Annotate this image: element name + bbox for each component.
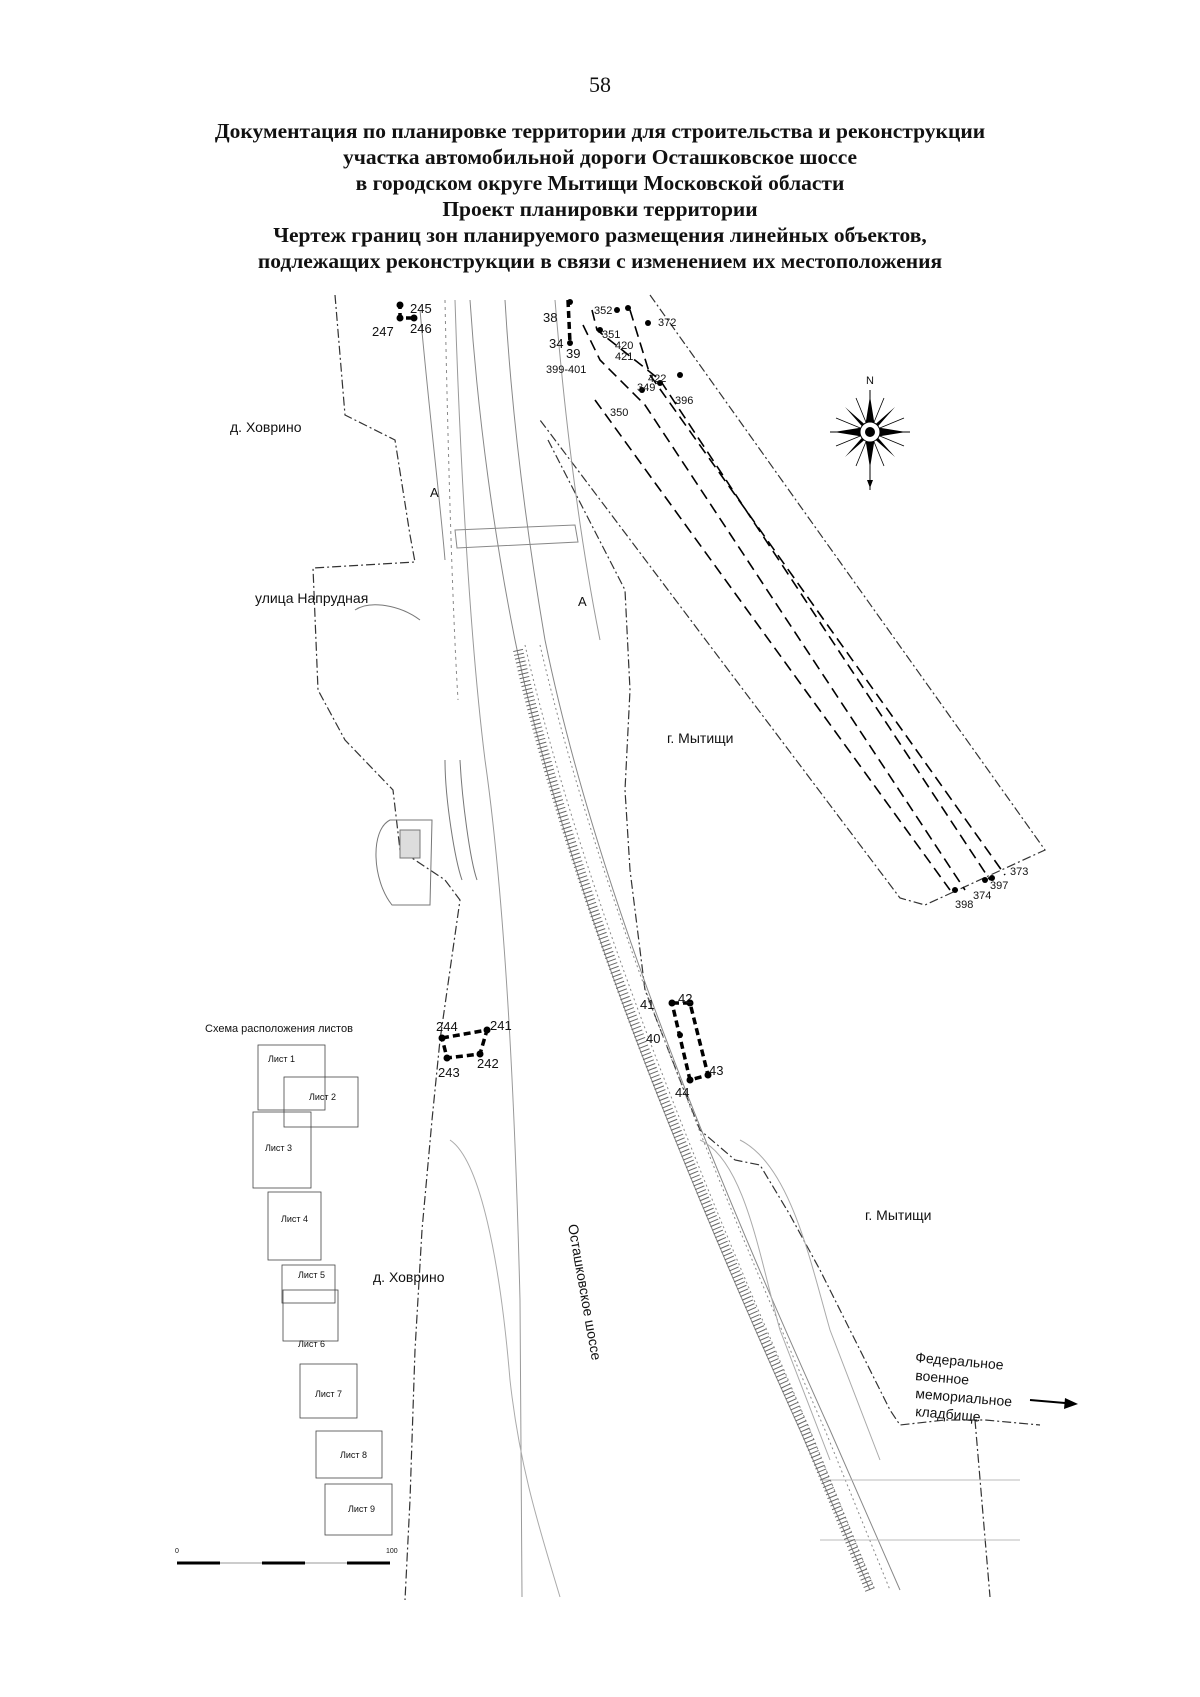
sheet-layout-scheme: Схема расположения листов Лист 1 Лист 2 … [205, 1023, 393, 1536]
point-label: 34 [549, 336, 563, 351]
sheet-label: Лист 3 [265, 1143, 292, 1153]
title-line: участка автомобильной дороги Осташковско… [342, 145, 858, 169]
point-label: 44 [675, 1085, 689, 1100]
point-label: 42 [678, 991, 692, 1006]
point-label: 243 [438, 1065, 460, 1080]
point-label: 372 [658, 317, 676, 329]
point-label: 41 [640, 997, 654, 1012]
sheet-7 [299, 1363, 358, 1419]
place-label-khovrino: д. Ховрино [230, 419, 302, 435]
road-label: Осташковское шоссе [565, 1223, 605, 1362]
road-marker: A [578, 594, 587, 609]
place-label-mytishchi: г. Мытищи [865, 1207, 931, 1223]
scale-bar: 0 100 [175, 1548, 398, 1565]
sheet-5 [281, 1264, 336, 1304]
point-labels: 245 246 247 38 34 39 399-401 352 351 420… [372, 301, 1028, 1100]
rail-strip [513, 648, 875, 1592]
scale-end-label: 100 [386, 1548, 398, 1555]
point-label: 399-401 [546, 364, 586, 376]
title-line: Проект планировки территории [442, 197, 758, 221]
title-line: Документация по планировке территории дл… [214, 119, 986, 143]
place-label-khovrino: д. Ховрино [373, 1269, 445, 1285]
sheet-label: Лист 8 [340, 1450, 367, 1460]
structures [354, 604, 478, 906]
document-title: Документация по планировке территории дл… [140, 118, 1060, 274]
point-label: 349 [637, 382, 655, 394]
point-label: 421 [615, 351, 633, 363]
sheet-2 [283, 1076, 359, 1128]
point-label: 40 [646, 1031, 660, 1046]
sheet-label: Лист 6 [298, 1339, 325, 1349]
cemetery-arrow-icon [1029, 1398, 1078, 1409]
planned-zone-polygons [398, 299, 711, 1083]
place-label-naprudnaya: улица Напрудная [255, 590, 368, 606]
point-label: 43 [709, 1063, 723, 1078]
page-number: 58 [589, 72, 611, 97]
sheet-scheme-title: Схема расположения листов [205, 1023, 353, 1035]
point-label: 241 [490, 1018, 512, 1033]
point-label: 373 [1010, 866, 1028, 878]
point-label: 38 [543, 310, 557, 325]
point-label: 374 [973, 890, 991, 902]
sheet-label: Лист 4 [281, 1214, 308, 1224]
point-label: 39 [566, 346, 580, 361]
point-label: 352 [594, 305, 612, 317]
sheet-3 [252, 1111, 312, 1189]
point-label: 397 [990, 880, 1008, 892]
point-label: 242 [477, 1056, 499, 1071]
sheet-6 [282, 1289, 339, 1342]
sheet-4 [267, 1191, 322, 1261]
sheet-label: Лист 9 [348, 1504, 375, 1514]
sheet-8 [315, 1430, 383, 1479]
cemetery-label: военное [915, 1367, 970, 1388]
point-label: 246 [410, 321, 432, 336]
point-label: 351 [602, 329, 620, 341]
cemetery-label: Федеральное [915, 1349, 1005, 1373]
title-line: подлежащих реконструкции в связи с измен… [257, 249, 943, 273]
point-label: 245 [410, 301, 432, 316]
point-label: 350 [610, 407, 628, 419]
sheet-1 [257, 1044, 326, 1111]
point-label: 247 [372, 324, 394, 339]
compass-north-label: N [866, 375, 874, 387]
point-label: 398 [955, 899, 973, 911]
title-line: Чертеж границ зон планируемого размещени… [273, 223, 927, 247]
sheet-label: Лист 2 [309, 1092, 336, 1102]
scale-start-label: 0 [175, 1548, 179, 1555]
compass-rose-icon: N [830, 375, 910, 490]
point-label: 396 [675, 395, 693, 407]
point-label: 420 [615, 340, 633, 352]
place-label-mytishchi: г. Мытищи [667, 730, 733, 746]
sheet-label: Лист 5 [298, 1270, 325, 1280]
sheet-label: Лист 1 [268, 1054, 295, 1064]
point-label: 422 [648, 373, 666, 385]
point-label: 244 [436, 1019, 458, 1034]
road-marker: A [430, 485, 439, 500]
planned-zone-corridor [582, 309, 1006, 891]
sheet-9 [324, 1483, 393, 1536]
cemetery-label: кладбище [915, 1403, 982, 1425]
place-labels: д. Ховрино улица Напрудная г. Мытищи г. … [230, 419, 1013, 1425]
boundary-points [396, 299, 995, 1084]
sheet-label: Лист 7 [315, 1389, 342, 1399]
road-lines [419, 299, 1020, 1598]
title-line: в городском округе Мытищи Московской обл… [355, 171, 845, 195]
